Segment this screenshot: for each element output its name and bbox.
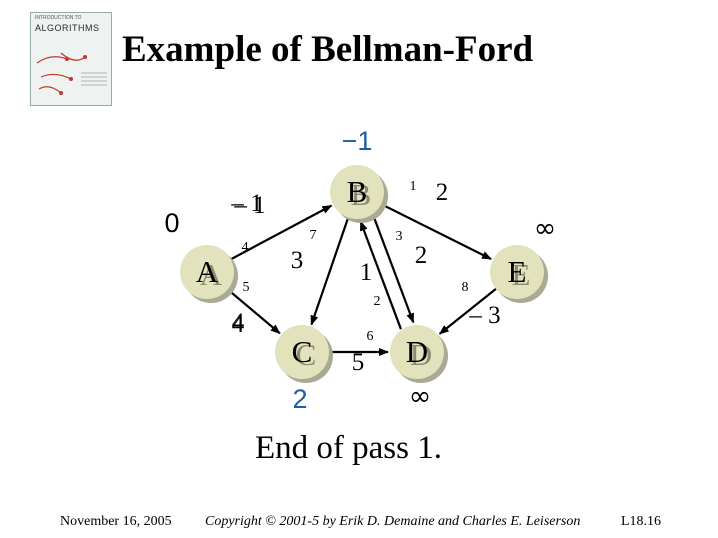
edge-order-b-d: 3 (396, 229, 403, 244)
book-cover-art (36, 52, 107, 95)
edge-order-a-c: 5 (243, 280, 250, 295)
distance-d: ∞ (409, 381, 432, 412)
edge-b-c (310, 217, 350, 326)
edge-order-c-d: 6 (367, 329, 374, 344)
edge-weight-a-c: 4 (232, 309, 245, 336)
node-label-shadow-c: C (296, 337, 317, 372)
book-cover-title: ALGORITHMS (35, 23, 100, 33)
footer-date: November 16, 2005 (60, 514, 172, 529)
node-b (330, 165, 384, 219)
node-label-c: C (292, 334, 313, 369)
node-e (490, 245, 544, 299)
node-label-b: B (347, 174, 368, 209)
edge-weight-b-c: 3 (291, 247, 304, 274)
edge-weight-c-d: 5 (352, 349, 365, 376)
edge-weight-b-e: 2 (436, 179, 449, 206)
node-label-shadow-b: B (351, 177, 372, 212)
distance-c: 2 (292, 384, 307, 414)
node-label-shadow-a: A (200, 257, 223, 292)
node-a (180, 245, 234, 299)
footer-slide-number: L18.16 (621, 514, 662, 529)
previous-distance-b: – 1 (233, 192, 265, 219)
edge-order-b-e: 1 (410, 179, 417, 194)
node-label-e: E (508, 254, 527, 289)
textbook-cover-image: INTRODUCTION TO ALGORITHMS (30, 12, 112, 106)
edge-a-c (226, 288, 281, 335)
edge-a-b (230, 204, 333, 261)
edge-order-b-c: 7 (310, 228, 317, 243)
edge-order-d-b: 2 (374, 294, 381, 309)
slide-title: Example of Bellman-Ford (122, 29, 534, 70)
distance-a: 0 (164, 208, 179, 238)
node-label-shadow-e: E (512, 257, 531, 292)
edges-layer (226, 203, 497, 356)
edge-d-b (359, 220, 402, 330)
edge-order-e-d: 8 (462, 280, 469, 295)
previous-distance-c: 4 (232, 311, 245, 338)
pass-caption: End of pass 1. (255, 430, 442, 466)
edge-weight-d-b: 1 (360, 259, 373, 286)
edge-b-e (380, 203, 492, 261)
edge-weight-b-d: 2 (415, 242, 428, 269)
distance-e: ∞ (534, 213, 557, 244)
edge-e-d (438, 288, 497, 335)
nodes-layer: AA BB CC DD EE (180, 165, 548, 383)
node-d (390, 325, 444, 379)
node-label-d: D (406, 334, 428, 369)
book-cover-top-text: INTRODUCTION TO (35, 15, 82, 21)
edge-weight-e-d: – 3 (468, 302, 500, 329)
edge-order-a-b: 4 (242, 240, 249, 255)
edge-weight-a-b: – 1 (230, 190, 262, 217)
distance-b: −1 (342, 126, 373, 156)
node-c (275, 325, 329, 379)
footer-copyright: Copyright © 2001-5 by Erik D. Demaine an… (205, 514, 581, 529)
edge-b-d (372, 214, 415, 324)
node-label-a: A (196, 254, 219, 289)
node-label-shadow-d: D (410, 337, 432, 372)
